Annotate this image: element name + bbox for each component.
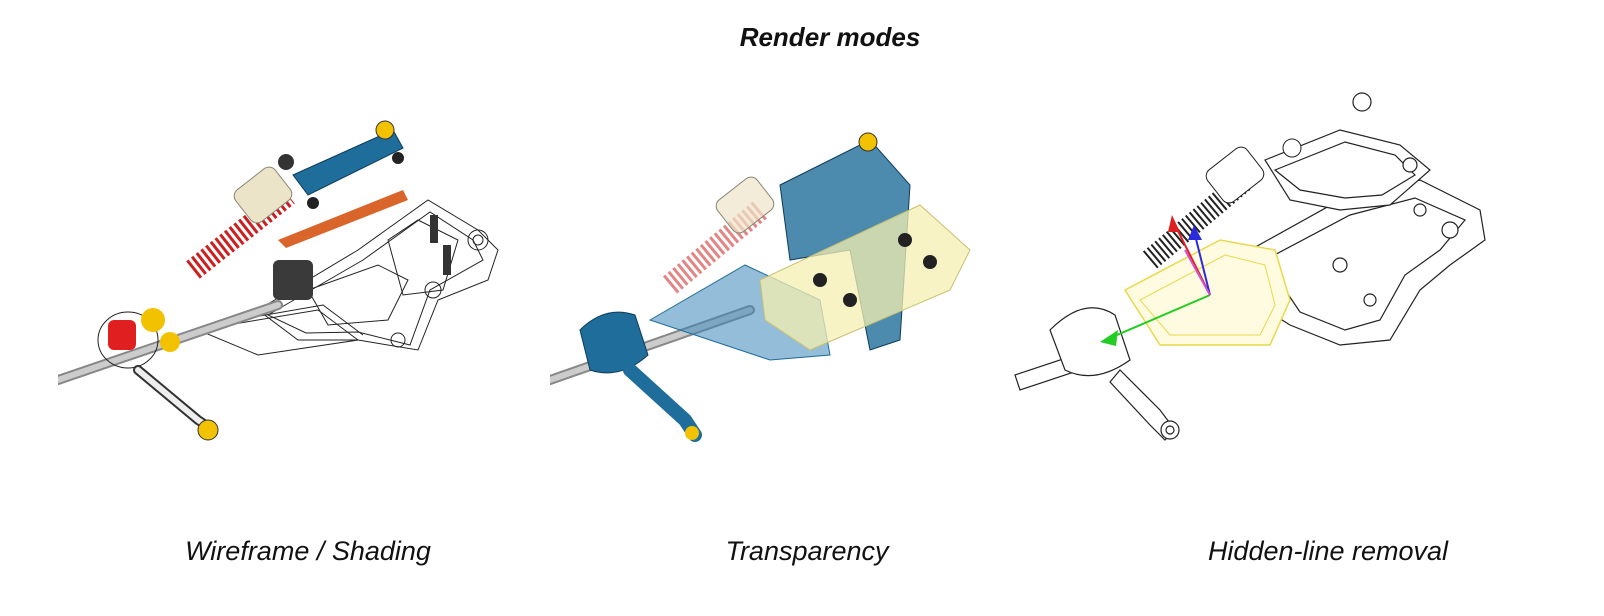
suspension-wireframe-shaded [58,120,499,441]
caption-wireframe-shading: Wireframe / Shading [185,536,431,566]
render-wireframe-shading [58,90,558,470]
suspension-hidden-line [1014,92,1486,441]
caption-hidden-line-removal: Hidden-line removal [1207,536,1449,566]
suspension-transparent [550,132,971,442]
render-hidden-line-removal [1010,90,1510,470]
render-transparency [550,90,1050,470]
caption-transparency: Transparency [725,536,889,566]
figure-title: Render modes [739,22,921,52]
